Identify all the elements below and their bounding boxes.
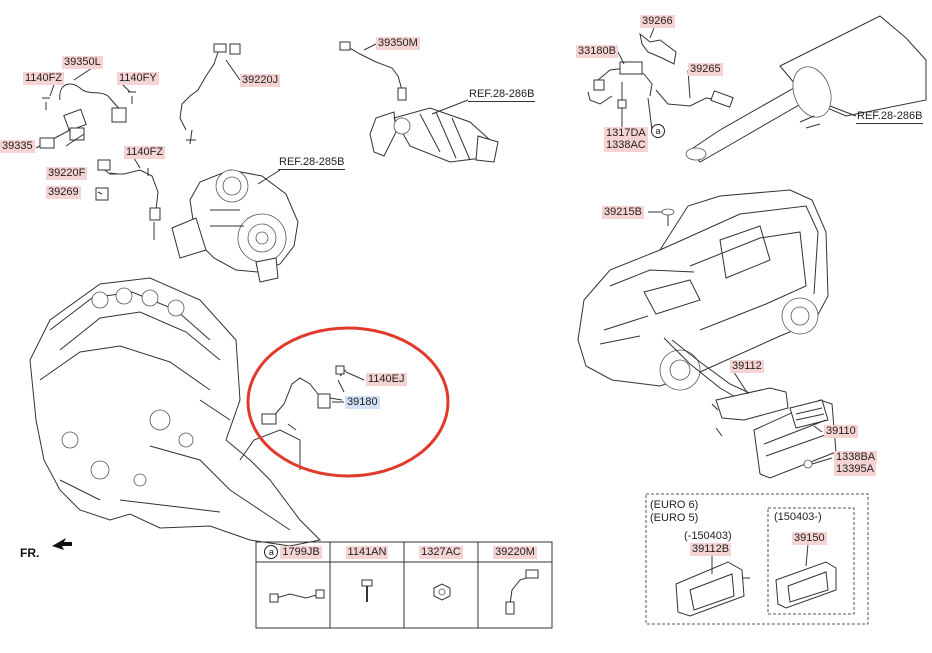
exhaust-sensors — [587, 32, 734, 109]
variant-euro5: (EURO 5) — [650, 512, 699, 524]
label-39180: 39180 — [345, 396, 380, 409]
table-header-1799JB: a 1799JB — [256, 542, 330, 562]
label-39215B: 39215B — [602, 206, 644, 219]
label-33180B: 33180B — [576, 45, 618, 58]
table-header-1327AC: 1327AC — [404, 542, 478, 562]
label-39112: 39112 — [730, 360, 764, 373]
highlight-ellipse — [246, 326, 450, 478]
table-part-bolt — [361, 579, 373, 602]
label-1338AC: 1338AC — [604, 139, 648, 152]
variant-date-after: (150403-) — [774, 511, 822, 523]
label-39265: 39265 — [688, 63, 723, 76]
ref-28-286B-middle: REF.28-286B — [468, 88, 536, 102]
label-1338BA: 1338BA — [834, 451, 878, 464]
table-callout-a: a — [264, 545, 279, 559]
table-header-1799JB-label: 1799JB — [280, 545, 322, 559]
table-header-1327AC-label: 1327AC — [419, 545, 463, 559]
variant-date-before: (-150403) — [684, 530, 732, 542]
ref-28-286B-right: REF.28-286B — [856, 110, 924, 124]
engine-block — [29, 277, 322, 547]
muffler — [685, 15, 927, 163]
label-39220J: 39220J — [240, 74, 281, 87]
label-13395A: 13395A — [834, 463, 876, 476]
label-39266: 39266 — [640, 15, 675, 28]
table-header-1141AN-label: 1141AN — [345, 545, 389, 559]
label-39220F: 39220F — [46, 167, 88, 180]
label-39269: 39269 — [46, 186, 81, 199]
label-39112B: 39112B — [690, 543, 732, 556]
callout-a-marker: a — [651, 124, 665, 138]
table-part-sensor-harness — [269, 589, 325, 603]
vehicle-illustration — [577, 189, 829, 403]
label-39150: 39150 — [792, 532, 827, 545]
variant-box — [645, 493, 869, 625]
oxygen-sensor-group — [35, 43, 241, 240]
table-header-39220M-label: 39220M — [493, 545, 537, 559]
front-direction-label: FR. — [20, 546, 40, 560]
table-part-nut — [433, 583, 451, 601]
label-1140FY: 1140FY — [117, 72, 159, 85]
label-39350M: 39350M — [376, 37, 420, 50]
variant-euro6: (EURO 6) — [650, 499, 699, 511]
label-1140FZ-lower: 1140FZ — [124, 146, 166, 159]
label-39350L: 39350L — [62, 56, 103, 69]
crankshaft-position-sensor — [261, 365, 347, 431]
table-header-1141AN: 1141AN — [330, 542, 404, 562]
label-1140EJ: 1140EJ — [366, 373, 407, 386]
label-39335: 39335 — [0, 140, 35, 153]
front-arrow-icon — [52, 538, 72, 550]
label-1140FZ-upper: 1140FZ — [23, 72, 65, 85]
table-part-oxygen-sensor — [505, 569, 539, 615]
catalytic-converter — [339, 41, 499, 163]
parts-table — [255, 541, 553, 629]
ecu-module — [711, 387, 837, 479]
turbocharger — [171, 169, 299, 283]
table-header-39220M: 39220M — [478, 542, 552, 562]
ref-28-285B: REF.28-285B — [278, 156, 346, 170]
label-1317DA: 1317DA — [604, 127, 648, 140]
bracket-39112b — [675, 561, 750, 617]
bracket-39150 — [775, 561, 837, 609]
variant-box-new — [767, 507, 855, 615]
label-39110: 39110 — [824, 425, 858, 438]
